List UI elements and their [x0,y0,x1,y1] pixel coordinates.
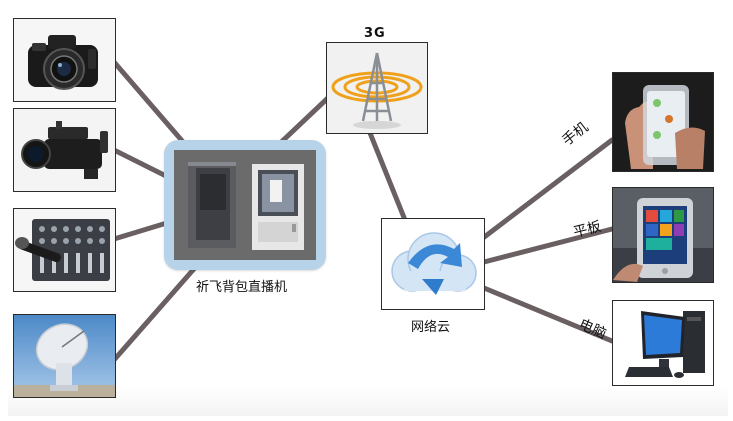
audio-mixer-icon [14,209,115,291]
connector-3g-cloud [365,125,408,223]
computer-node [612,300,714,386]
satellite-dish-icon [14,315,115,397]
cell-tower-icon [327,43,427,133]
desktop-computer-icon [613,301,713,385]
connector-mixer [111,219,173,242]
tower-node [326,42,428,134]
live-encoder-label: 祈飞背包直播机 [196,280,288,295]
tablet-node [612,187,714,283]
camera-node [13,18,116,102]
connector-camera [111,59,193,153]
connector-3g [272,93,333,151]
live-encoder-frame [164,140,326,270]
camcorder-node [13,108,116,192]
connector-tablet [481,226,615,265]
live-encoder-panel [174,150,316,260]
connector-phone [480,137,615,241]
camera-icon [14,19,115,101]
cloud-node [381,218,485,310]
connector-camcorder [111,147,173,181]
connector-computer [481,285,615,344]
connector-satellite [111,259,203,363]
smartphone-icon [613,73,713,171]
tablet-icon [613,188,713,282]
backpack-encoder-icon [174,150,316,260]
phone-node [612,72,714,172]
mixer-node [13,208,116,292]
signal-label: 3G [364,26,386,41]
floor-shadow [8,386,728,416]
camcorder-icon [14,109,115,191]
cloud-icon [382,219,484,309]
satellite-node [13,314,116,398]
cloud-label: 网络云 [411,320,451,335]
